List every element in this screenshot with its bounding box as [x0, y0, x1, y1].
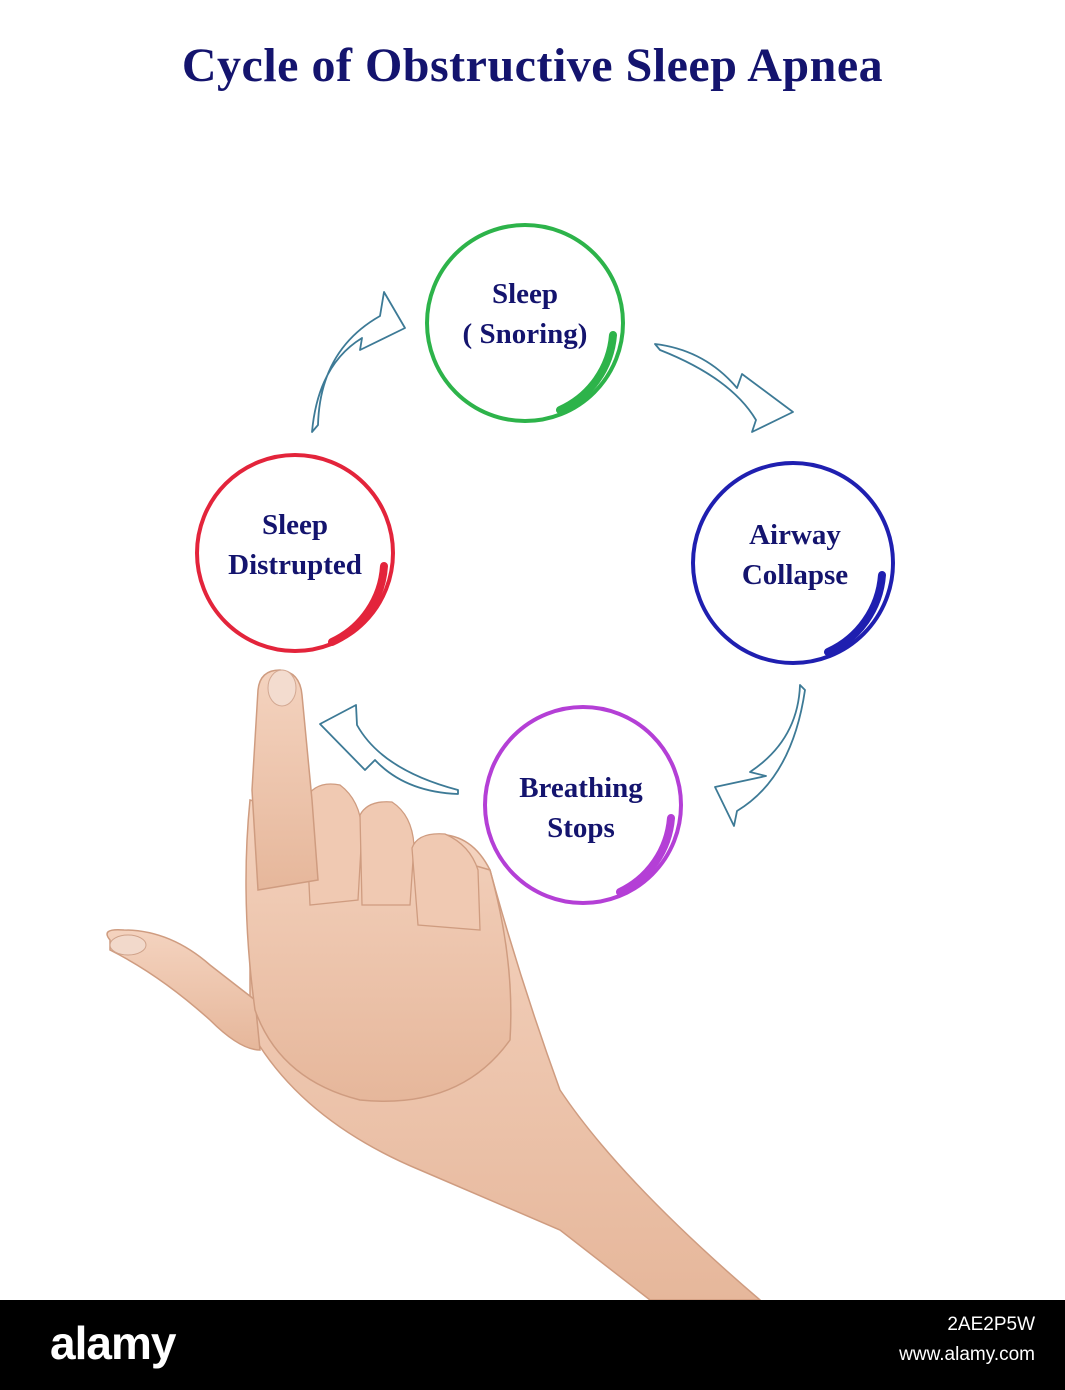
- watermark-footer: alamy 2AE2P5W www.alamy.com: [0, 1300, 1065, 1390]
- arrow-breathing-to-distrupted: [319, 704, 459, 795]
- node-circle-airway-collapse: [691, 461, 895, 665]
- node-circle-sleep-distrupted: [195, 453, 395, 653]
- node-label-line1: Sleep: [491, 278, 559, 310]
- node-label-line1: Breathing: [519, 772, 643, 804]
- arrow-airway-to-breathing: [714, 684, 806, 827]
- node-label-line2: Stops: [547, 812, 615, 844]
- node-circle-breathing-stops: [483, 705, 683, 905]
- brand-logo: alamy: [50, 1317, 176, 1369]
- node-label-airway-collapse: Airway Collapse: [741, 519, 849, 591]
- node-label-line2: Distrupted: [228, 549, 362, 581]
- node-circle-sleep-snoring: [425, 223, 625, 423]
- node-label-line2: ( Snoring): [462, 318, 588, 350]
- node-label-breathing-stops: Breathing Stops: [519, 772, 643, 844]
- node-label-line2: Collapse: [741, 559, 849, 591]
- cycle-diagram: Sleep ( Snoring) Airway Collapse Breathi…: [106, 223, 895, 1300]
- node-label-line1: Sleep: [261, 509, 329, 541]
- arrow-snoring-to-airway: [654, 343, 794, 433]
- diagram-title: Cycle of Obstructive Sleep Apnea: [181, 39, 884, 92]
- site-url: www.alamy.com: [899, 1344, 1035, 1365]
- node-label-line1: Airway: [749, 519, 841, 551]
- arrow-distrupted-to-snoring: [311, 291, 406, 433]
- node-label-sleep-distrupted: Sleep Distrupted: [228, 509, 362, 581]
- node-label-sleep-snoring: Sleep ( Snoring): [462, 278, 588, 350]
- pointing-hand: [106, 669, 762, 1300]
- image-id-label: 2AE2P5W: [947, 1314, 1035, 1335]
